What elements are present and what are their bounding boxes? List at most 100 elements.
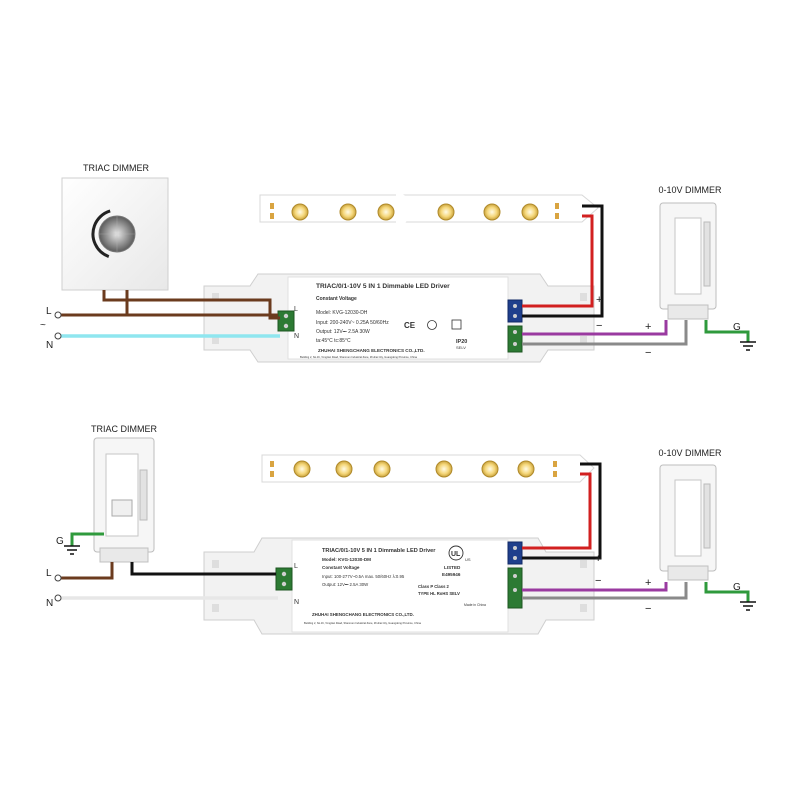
bottom-010v-dimmer-label: 0-10V DIMMER <box>658 448 722 458</box>
live-wire <box>60 562 114 580</box>
bottom-dim-plus-label: + <box>645 577 651 589</box>
double-insulation-icon <box>451 319 462 330</box>
ac-L-mark: L <box>294 306 298 313</box>
top-010v-dimmer-label: 0-10V DIMMER <box>658 185 722 195</box>
ac-L-mark: L <box>294 563 298 570</box>
driver-output: Output: 12V⎓ 2.5A 30W <box>322 582 369 587</box>
top-triac-dimmer-label: TRIAC DIMMER <box>83 163 149 173</box>
ac-N-mark: N <box>294 333 299 340</box>
bottom-triac-dimmer <box>93 437 155 563</box>
top-L-label: L <box>46 306 52 317</box>
led-positive-wire <box>522 214 594 308</box>
driver-ul-mark: UL <box>451 551 461 558</box>
bottom-L-label: L <box>46 568 52 579</box>
driver-address: Building 2, No.16, Yongtian Road, Shanme… <box>300 355 417 359</box>
driver-selv: SELV <box>456 345 466 350</box>
top-N-label: N <box>46 340 53 351</box>
bottom-ground-left-label: G <box>56 536 64 547</box>
driver-ip: IP20 <box>456 339 467 345</box>
driver-temp: ta:45°C tc:85°C <box>316 338 351 344</box>
driver-model: Model: KVG-12030-DH <box>316 310 368 316</box>
ground-symbol-icon <box>740 601 756 611</box>
ground-wire <box>704 582 750 602</box>
top-wires <box>60 204 750 346</box>
led-chip-icon <box>437 203 455 221</box>
input-terminal-icon <box>54 594 62 602</box>
led-chip-icon <box>293 460 311 478</box>
bottom-N-label: N <box>46 598 53 609</box>
bottom-led-driver: L N TRIAC/0/1-10V 5 IN 1 Dimmable LED Dr… <box>203 537 595 635</box>
driver-title: TRIAC/0/1-10V 5 IN 1 Dimmable LED Driver <box>316 283 450 290</box>
top-010v-dimmer <box>659 202 717 320</box>
ground-wire-left <box>70 532 104 546</box>
top-led-minus-label: − <box>596 320 602 332</box>
led-chip-icon <box>377 203 395 221</box>
led-chip-icon <box>517 460 535 478</box>
bottom-ground-label: G <box>733 582 741 593</box>
dimmer-to-driver-wire <box>102 290 280 320</box>
bottom-diagram: TRIAC DIMMER 0-10V DIMMER <box>46 424 756 635</box>
dim-negative-wire <box>522 582 688 600</box>
top-diagram: TRIAC DIMMER 0-10V DIMMER <box>40 163 756 363</box>
top-dim-plus-label: + <box>645 321 651 333</box>
dim-input-terminal <box>507 325 523 353</box>
dimmer-to-driver-wire <box>130 562 276 576</box>
led-chip-icon <box>483 203 501 221</box>
top-tilde-label: ~ <box>40 320 46 331</box>
bottom-dim-minus-label: − <box>645 603 651 615</box>
led-chip-icon <box>521 203 539 221</box>
slider-handle-icon <box>111 499 133 517</box>
led-negative-wire <box>522 204 604 318</box>
ground-wire <box>704 320 750 342</box>
bottom-led-minus-label: − <box>595 575 601 587</box>
bottom-wires <box>60 462 750 602</box>
driver-listed: LISTED <box>444 565 461 570</box>
driver-model: Model: KVG-12030-DM <box>322 557 371 562</box>
led-chip-icon <box>339 203 357 221</box>
bottom-led-strip <box>261 454 595 483</box>
ac-N-mark: N <box>294 599 299 606</box>
led-output-terminal <box>507 299 523 323</box>
driver-class-type: TYPE HL RoHS SELV <box>418 591 460 596</box>
ground-symbol-icon <box>740 341 756 351</box>
top-led-plus-label: + <box>596 294 602 306</box>
bottom-triac-dimmer-label: TRIAC DIMMER <box>91 424 157 434</box>
top-led-driver: L N TRIAC/0/1-10V 5 IN 1 Dimmable LED Dr… <box>203 273 595 363</box>
input-terminal-icon <box>54 332 62 340</box>
driver-class: Class P Class 2 <box>418 584 450 589</box>
driver-company: ZHUHAI SHENGCHANG ELECTRONICS CO.,LTD. <box>318 348 425 353</box>
driver-subtitle: Constant Voltage <box>316 296 357 302</box>
driver-ce-mark: CE <box>404 321 416 330</box>
top-triac-dimmer <box>61 177 169 291</box>
bottom-led-plus-label: + <box>595 553 601 565</box>
led-chip-icon <box>435 460 453 478</box>
certification-icon <box>427 320 437 330</box>
driver-title: TRIAC/0/1-10V 5 IN 1 Dimmable LED Driver <box>322 548 436 554</box>
dim-negative-wire <box>522 320 688 346</box>
input-terminal-icon <box>54 574 62 582</box>
live-wire <box>60 290 129 317</box>
led-negative-wire <box>522 462 602 560</box>
ac-input-terminal <box>277 310 295 332</box>
dim-positive-wire <box>522 320 668 336</box>
driver-us-mark: US <box>465 557 471 562</box>
ac-input-terminal <box>275 567 293 591</box>
input-terminal-icon <box>54 311 62 319</box>
led-chip-icon <box>481 460 499 478</box>
driver-output: Output: 12V⎓ 2.5A 30W <box>316 329 370 335</box>
driver-company: ZHUHAI SHENGCHANG ELECTRONICS CO.,LTD. <box>312 612 414 617</box>
driver-input: Input: 100-277V~0.5A max. 50/60Hz λ:0.95 <box>322 574 405 579</box>
driver-file-number: E495946 <box>442 572 461 577</box>
top-ground-label: G <box>733 322 741 333</box>
led-chip-icon <box>335 460 353 478</box>
led-positive-wire <box>522 472 592 550</box>
led-output-terminal <box>507 541 523 565</box>
ground-symbol-icon <box>64 545 80 555</box>
led-chip-icon <box>291 203 309 221</box>
top-dim-minus-label: − <box>645 347 651 359</box>
driver-subtitle: Constant Voltage <box>322 565 360 570</box>
led-chip-icon <box>373 460 391 478</box>
bottom-010v-dimmer <box>659 464 717 581</box>
driver-address: Building 2, No.16, Yongtian Road, Shanme… <box>304 621 421 625</box>
